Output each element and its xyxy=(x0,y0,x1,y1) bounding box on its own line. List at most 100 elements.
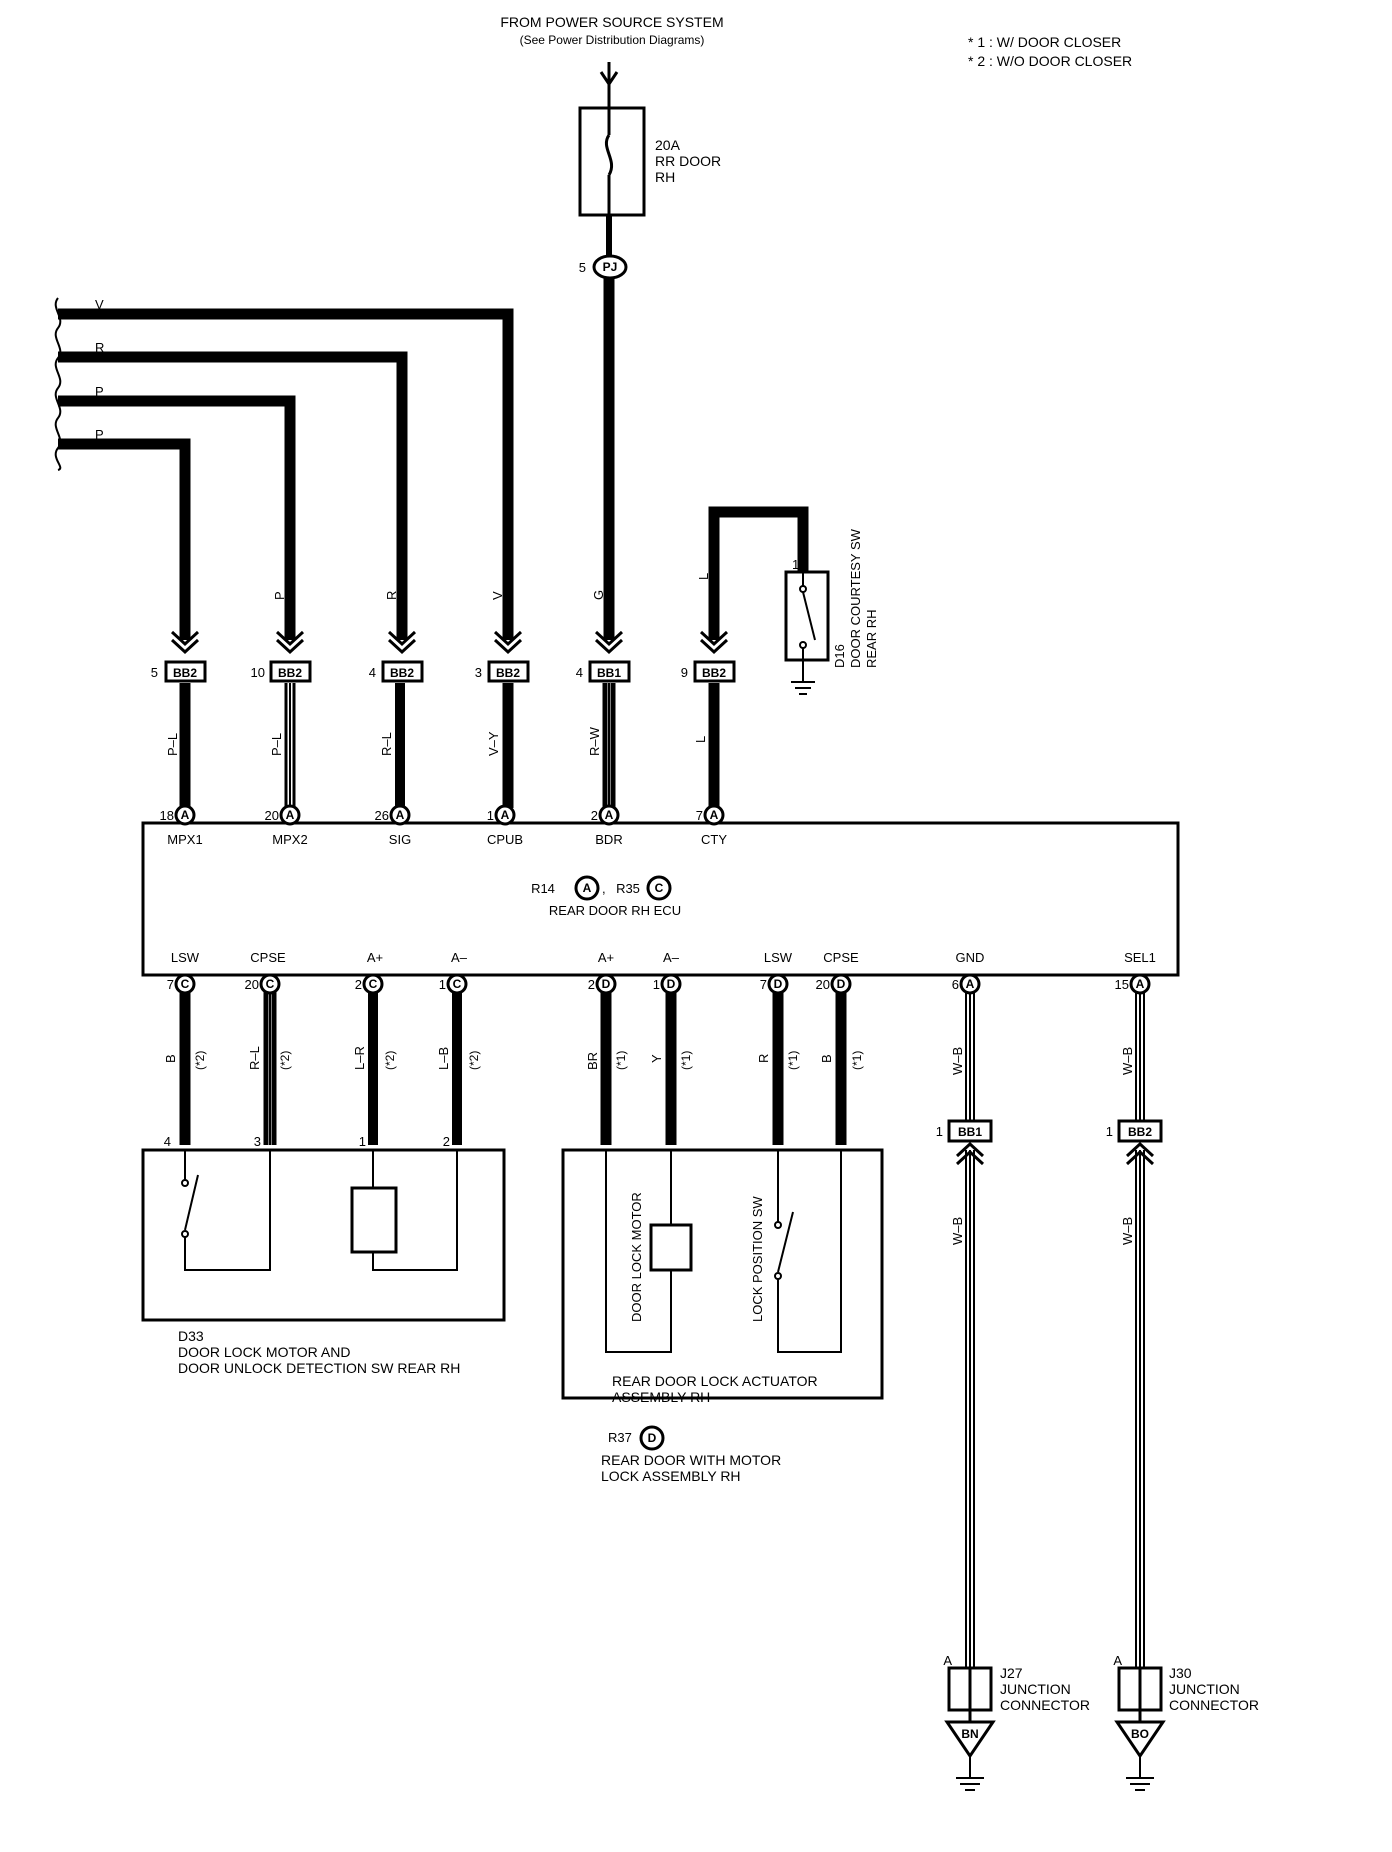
ecu-terminal-gnd: GND xyxy=(956,950,985,965)
svg-text:BB2: BB2 xyxy=(702,666,726,680)
ecu-conn-a-badge: A xyxy=(574,875,600,901)
j27-name: JUNCTION xyxy=(1000,1681,1071,1697)
svg-text:BB2: BB2 xyxy=(390,666,414,680)
j30-pin: A xyxy=(1113,1653,1122,1668)
ecu-pin-num-cpub: 1 xyxy=(487,808,494,823)
ecu-terminal-bdr: BDR xyxy=(595,832,622,847)
svg-text:C: C xyxy=(266,977,275,991)
j30-name-2: CONNECTOR xyxy=(1169,1697,1259,1713)
svg-text:BB2: BB2 xyxy=(173,666,197,680)
ecu-terminal-mpx1: MPX1 xyxy=(167,832,202,847)
power-source-title: FROM POWER SOURCE SYSTEM xyxy=(500,14,723,30)
ecu-terminal-aplus-d: A+ xyxy=(598,950,614,965)
ecu-terminal-lsw-c: LSW xyxy=(171,950,200,965)
ecu-pin-num-aplus-c: 2 xyxy=(355,977,362,992)
jpin-cty: 9 xyxy=(681,665,688,680)
ecu-pin-lsw-d: D xyxy=(767,973,789,995)
fuse-rating: 20A xyxy=(655,137,681,153)
svg-text:A: A xyxy=(181,808,190,822)
top-wire-v: V xyxy=(95,297,104,312)
ecu-pin-sel1: A xyxy=(1129,973,1151,995)
svg-text:A: A xyxy=(501,808,510,822)
courtesy-switch-location: REAR RH xyxy=(864,609,879,668)
ecu-pin-num-lsw-c: 7 xyxy=(167,977,174,992)
d33-box xyxy=(141,1148,506,1322)
ecu-code-r14: R14 xyxy=(531,881,555,896)
actuator-name: REAR DOOR LOCK ACTUATOR xyxy=(612,1373,818,1389)
fuse-20a xyxy=(578,106,646,217)
actuator-motor xyxy=(605,1150,693,1353)
fuse-pin: 5 xyxy=(579,260,586,275)
fuse-name-rh: RH xyxy=(655,169,675,185)
ecu-pin-num-sel1: 15 xyxy=(1115,977,1129,992)
ecu-terminal-aminus-c: A– xyxy=(451,950,468,965)
ecu-pin-mpx1: A xyxy=(174,804,196,826)
note-aplus-d: (*1) xyxy=(614,1051,628,1070)
svg-text:C: C xyxy=(655,881,664,895)
svg-text:BB2: BB2 xyxy=(496,666,520,680)
ecu-pin-num-aminus-d: 1 xyxy=(653,977,660,992)
junction-arrows xyxy=(170,630,729,655)
note-cpse-c: (*2) xyxy=(278,1051,292,1070)
svg-text:BB2: BB2 xyxy=(1128,1125,1152,1139)
svg-text:D: D xyxy=(648,1431,657,1445)
ecu-pin-num-lsw-d: 7 xyxy=(760,977,767,992)
ecu-terminal-lsw-d: LSW xyxy=(764,950,793,965)
ecu-pin-aminus-c: C xyxy=(446,973,468,995)
wire-label-mpx1-out: P–L xyxy=(165,733,180,756)
d33-name-2: DOOR UNLOCK DETECTION SW REAR RH xyxy=(178,1360,460,1376)
ecu-pin-num-mpx1: 18 xyxy=(160,808,174,823)
ecu-code-r35: R35 xyxy=(616,881,640,896)
ecu-conn-c-badge: C xyxy=(646,875,672,901)
top-wire-r: R xyxy=(95,340,104,355)
ecu-terminal-sel1: SEL1 xyxy=(1124,950,1156,965)
wire-label-lsw-c: B xyxy=(163,1054,178,1063)
assembly-name: REAR DOOR WITH MOTOR xyxy=(601,1452,781,1468)
assembly-conn-badge: D xyxy=(639,1425,665,1451)
ground-bo: BO xyxy=(1114,1720,1166,1791)
svg-text:D: D xyxy=(667,977,676,991)
junction-bb2-cpub: BB2 xyxy=(487,660,530,683)
main-harness-wires xyxy=(58,278,809,640)
courtesy-switch-pin: 1 xyxy=(792,557,799,572)
ecu-pin-mpx2: A xyxy=(279,804,301,826)
d33-pin-cpse: 3 xyxy=(254,1134,261,1149)
top-wire-p: P xyxy=(95,384,104,399)
wire-label-mpx2-in: P xyxy=(272,591,287,600)
wire-label-cpub-out: V–Y xyxy=(486,731,501,756)
svg-text:BN: BN xyxy=(961,1727,978,1741)
d33-pin-aminus: 2 xyxy=(443,1134,450,1149)
ecu-terminal-sig: SIG xyxy=(389,832,411,847)
ecu-pin-sig: A xyxy=(389,804,411,826)
svg-text:A: A xyxy=(1136,977,1145,991)
ecu-pin-cpse-c: C xyxy=(259,973,281,995)
svg-text:BB2: BB2 xyxy=(278,666,302,680)
courtesy-switch-code: D16 xyxy=(832,644,847,668)
ecu-box xyxy=(141,821,1180,977)
ecu-pin-num-aminus-c: 1 xyxy=(439,977,446,992)
note-aplus-c: (*2) xyxy=(383,1051,397,1070)
jpin-mpx2: 10 xyxy=(251,665,265,680)
ecu-pin-aplus-d: D xyxy=(595,973,617,995)
svg-text:A: A xyxy=(710,808,719,822)
actuator-lock-position-switch xyxy=(774,1150,842,1353)
wire-label-bdr-in: G xyxy=(591,590,606,600)
connector-pj: PJ xyxy=(592,254,628,280)
power-source-subtitle: (See Power Distribution Diagrams) xyxy=(520,33,705,47)
d33-name: DOOR LOCK MOTOR AND xyxy=(178,1344,350,1360)
junction-bb2-cty: BB2 xyxy=(693,660,736,683)
svg-text:BB1: BB1 xyxy=(597,666,621,680)
ecu-terminal-aplus-c: A+ xyxy=(367,950,383,965)
svg-text:D: D xyxy=(837,977,846,991)
wire-label-bdr-out: R–W xyxy=(587,726,602,756)
ecu-pin-lsw-c: C xyxy=(174,973,196,995)
gnd-lower-wire xyxy=(965,1150,975,1668)
junction-bb2-mpx2: BB2 xyxy=(269,660,312,683)
ecu-name: REAR DOOR RH ECU xyxy=(549,903,681,918)
note-no-door-closer: * 2 : W/O DOOR CLOSER xyxy=(968,53,1132,69)
sel1-lower-wire xyxy=(1135,1150,1145,1668)
note-door-closer: * 1 : W/ DOOR CLOSER xyxy=(968,34,1121,50)
wire-label-gnd-2: W–B xyxy=(950,1217,965,1245)
wire-label-cpse-c: R–L xyxy=(247,1046,262,1070)
